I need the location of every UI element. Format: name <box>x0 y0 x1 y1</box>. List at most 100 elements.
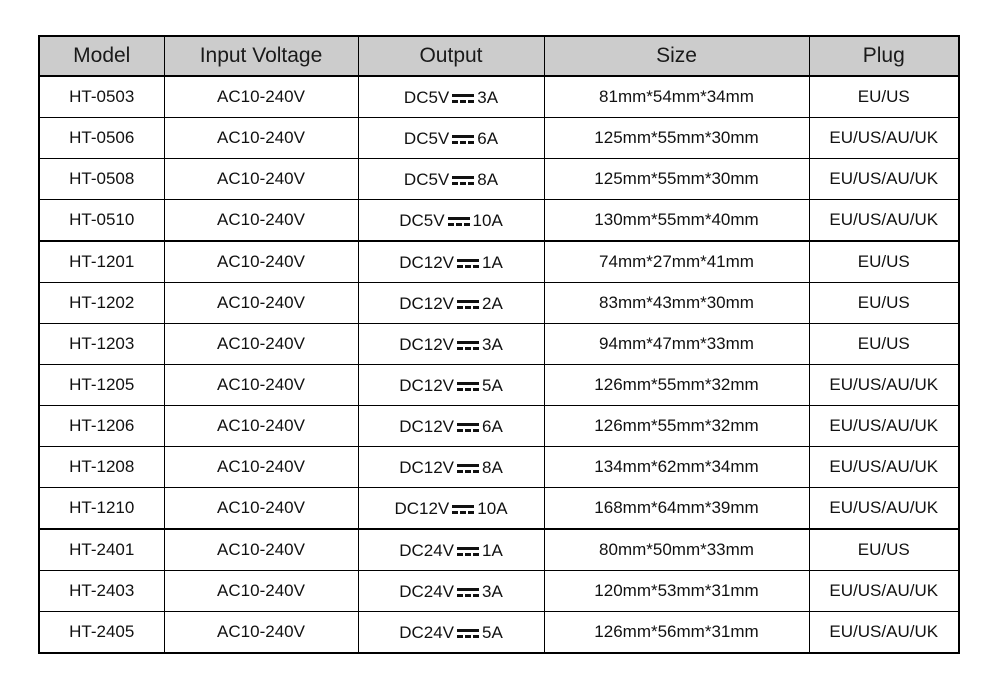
cell-plug: EU/US/AU/UK <box>808 364 960 406</box>
cell-input-voltage: AC10-240V <box>163 158 359 200</box>
output-voltage: DC5V <box>403 87 450 107</box>
cell-model: HT-2405 <box>38 611 165 654</box>
cell-plug: EU/US/AU/UK <box>808 446 960 488</box>
cell-size: 126mm*55mm*32mm <box>543 364 810 406</box>
cell-plug: EU/US <box>808 240 960 283</box>
cell-size: 125mm*55mm*30mm <box>543 117 810 159</box>
cell-model: HT-0508 <box>38 158 165 200</box>
cell-plug: EU/US/AU/UK <box>808 570 960 612</box>
cell-output: DC5V 10A <box>357 199 545 242</box>
output-current: 10A <box>472 210 503 230</box>
output-current: 3A <box>477 87 499 107</box>
output-current: 10A <box>477 498 508 518</box>
cell-model: HT-0503 <box>38 75 165 118</box>
cell-model: HT-1201 <box>38 240 165 283</box>
direct-current-symbol-icon <box>457 546 479 556</box>
output-value: DC12V 6A <box>361 406 542 446</box>
cell-model: HT-2401 <box>38 528 165 571</box>
cell-input-voltage: AC10-240V <box>163 75 359 118</box>
output-current: 1A <box>482 252 503 272</box>
cell-output: DC24V 1A <box>357 528 545 571</box>
cell-model: HT-1206 <box>38 405 165 447</box>
output-current: 8A <box>482 457 503 477</box>
cell-input-voltage: AC10-240V <box>163 364 359 406</box>
cell-model: HT-0510 <box>38 199 165 242</box>
output-voltage: DC5V <box>403 169 450 189</box>
output-voltage: DC24V <box>399 622 454 642</box>
cell-plug: EU/US <box>808 75 960 118</box>
output-current: 1A <box>482 540 503 560</box>
cell-input-voltage: AC10-240V <box>163 446 359 488</box>
output-voltage: DC12V <box>399 334 454 354</box>
cell-input-voltage: AC10-240V <box>163 199 359 242</box>
output-current: 6A <box>482 416 503 436</box>
output-value: DC5V 3A <box>361 77 542 117</box>
cell-plug: EU/US/AU/UK <box>808 158 960 200</box>
cell-plug: EU/US/AU/UK <box>808 611 960 654</box>
output-voltage: DC12V <box>399 416 454 436</box>
cell-plug: EU/US <box>808 323 960 365</box>
cell-output: DC24V 5A <box>357 611 545 654</box>
output-voltage: DC12V <box>399 293 454 313</box>
direct-current-symbol-icon <box>452 504 475 514</box>
cell-output: DC5V 3A <box>357 75 545 118</box>
cell-model: HT-1205 <box>38 364 165 406</box>
column-header-output: Output <box>357 35 545 77</box>
cell-output: DC12V 6A <box>357 405 545 447</box>
table-header-row: Model Input Voltage Output Size Plug <box>38 35 960 77</box>
cell-input-voltage: AC10-240V <box>163 117 359 159</box>
output-current: 5A <box>482 375 503 395</box>
cell-size: 125mm*55mm*30mm <box>543 158 810 200</box>
output-current: 6A <box>477 128 499 148</box>
output-voltage: DC5V <box>399 210 445 230</box>
output-value: DC24V 5A <box>361 612 542 652</box>
direct-current-symbol-icon <box>457 299 479 309</box>
cell-model: HT-0506 <box>38 117 165 159</box>
cell-output: DC12V 2A <box>357 282 545 324</box>
cell-size: 74mm*27mm*41mm <box>543 240 810 283</box>
cell-plug: EU/US/AU/UK <box>808 117 960 159</box>
output-voltage: DC12V <box>394 498 450 518</box>
cell-size: 130mm*55mm*40mm <box>543 199 810 242</box>
cell-input-voltage: AC10-240V <box>163 570 359 612</box>
output-current: 2A <box>482 293 503 313</box>
direct-current-symbol-icon <box>457 340 479 350</box>
output-voltage: DC24V <box>399 540 454 560</box>
column-header-plug: Plug <box>808 35 960 77</box>
direct-current-symbol-icon <box>452 175 475 185</box>
direct-current-symbol-icon <box>452 134 475 144</box>
cell-size: 80mm*50mm*33mm <box>543 528 810 571</box>
output-value: DC12V 2A <box>361 283 542 323</box>
direct-current-symbol-icon <box>457 422 479 432</box>
cell-size: 126mm*56mm*31mm <box>543 611 810 654</box>
direct-current-symbol-icon <box>452 93 475 103</box>
direct-current-symbol-icon <box>457 463 479 473</box>
table-header: Model Input Voltage Output Size Plug <box>38 35 960 77</box>
cell-plug: EU/US <box>808 528 960 571</box>
column-header-model: Model <box>38 35 165 77</box>
output-value: DC24V 1A <box>361 530 542 570</box>
output-voltage: DC24V <box>399 581 454 601</box>
cell-input-voltage: AC10-240V <box>163 240 359 283</box>
output-current: 5A <box>482 622 503 642</box>
cell-size: 168mm*64mm*39mm <box>543 487 810 530</box>
